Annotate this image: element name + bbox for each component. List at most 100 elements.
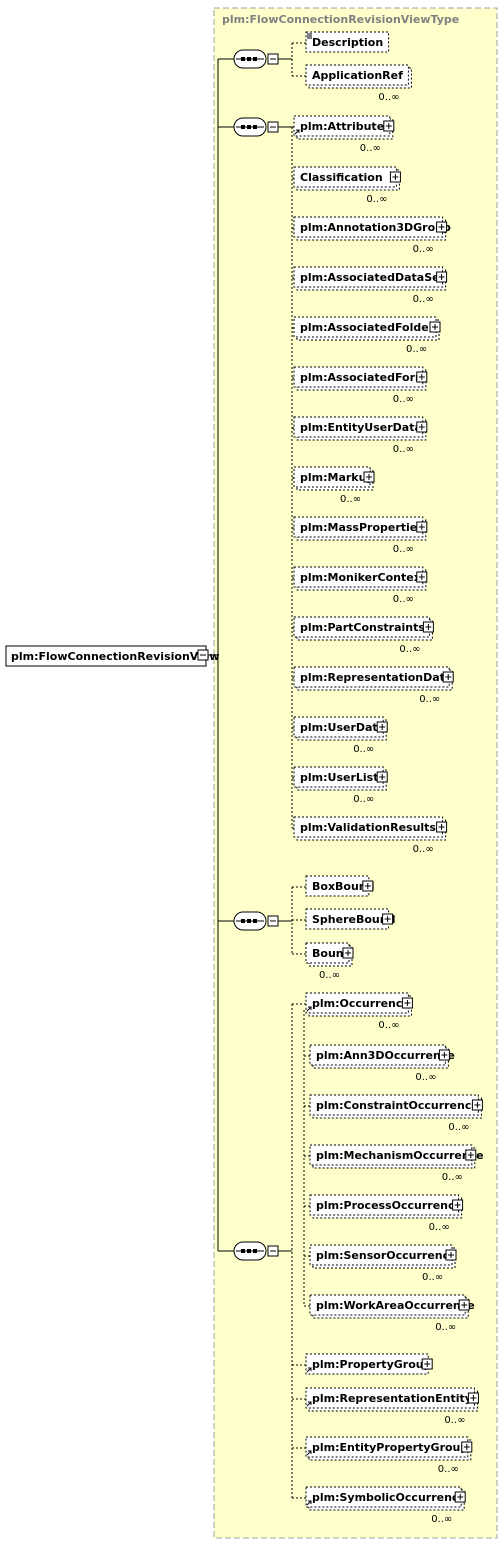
sequence-compositor-icon[interactable] [233, 49, 267, 69]
expand-plus-icon[interactable] [436, 221, 448, 233]
expand-plus-icon[interactable] [436, 271, 448, 283]
cardinality-label: 0..∞ [393, 394, 414, 405]
expand-plus-icon[interactable] [416, 421, 428, 433]
expand-plus-icon[interactable] [362, 880, 374, 892]
collapse-minus-icon[interactable] [267, 121, 279, 133]
element-label: plm:SymbolicOccurrence [312, 1491, 466, 1504]
expand-plus-icon[interactable] [442, 671, 454, 683]
element-label: BoxBound [312, 880, 375, 893]
element-label: plm:UserList [300, 771, 378, 784]
expand-plus-icon[interactable] [454, 1491, 466, 1503]
expand-plus-icon[interactable] [436, 821, 448, 833]
expand-plus-icon[interactable] [465, 1149, 477, 1161]
schema-element[interactable]: Description [305, 31, 390, 53]
cardinality-label: 0..∞ [378, 1020, 399, 1031]
reference-arrow-icon [306, 1367, 312, 1373]
expand-plus-icon[interactable] [461, 1441, 473, 1453]
expand-plus-icon[interactable] [376, 721, 388, 733]
element-label: plm:PropertyGroup [312, 1358, 432, 1371]
cardinality-label: 0..∞ [413, 244, 434, 255]
expand-plus-icon[interactable] [422, 621, 434, 633]
cardinality-label: 0..∞ [393, 544, 414, 555]
connectors [217, 42, 310, 1499]
schema-element[interactable]: plm:PropertyGroup [305, 1353, 433, 1375]
collapse-minus-icon[interactable] [267, 915, 279, 927]
element-label: plm:Markup [300, 471, 374, 484]
sequence-compositor-icon[interactable] [233, 911, 267, 931]
schema-element[interactable]: SphereBound [305, 908, 395, 930]
root-element-label: plm:FlowConnectionRevisionView [11, 650, 220, 663]
element-label: plm:EntityUserData [300, 421, 422, 434]
cardinality-label: 0..∞ [442, 1172, 463, 1183]
element-label: plm:MassProperties [300, 521, 424, 534]
cardinality-label: 0..∞ [378, 92, 399, 103]
root-element[interactable]: plm:FlowConnectionRevisionView [5, 645, 220, 667]
cardinality-label: 0..∞ [406, 344, 427, 355]
element-label: Description [312, 36, 383, 49]
expand-plus-icon[interactable] [452, 1199, 464, 1211]
expand-plus-icon[interactable] [416, 371, 428, 383]
expand-plus-icon[interactable] [376, 771, 388, 783]
expand-plus-icon[interactable] [421, 1358, 433, 1370]
sequences [233, 49, 279, 1261]
expand-plus-icon[interactable] [458, 1299, 470, 1311]
cardinality-label: 0..∞ [422, 1272, 443, 1283]
sequence-compositor-icon[interactable] [233, 1241, 267, 1261]
element-label: SphereBound [312, 913, 395, 926]
expand-plus-icon[interactable] [467, 1392, 479, 1404]
expand-plus-icon[interactable] [416, 571, 428, 583]
cardinality-label: 0..∞ [413, 294, 434, 305]
sequence-compositor-icon[interactable] [233, 117, 267, 137]
expand-plus-icon[interactable] [416, 521, 428, 533]
expand-plus-icon[interactable] [389, 171, 401, 183]
expand-plus-icon[interactable] [445, 1249, 457, 1261]
element-label: plm:Occurrence [312, 997, 410, 1010]
cardinality-label: 0..∞ [366, 194, 387, 205]
reference-arrow-icon [306, 1500, 312, 1506]
reference-arrow-icon [306, 1450, 312, 1456]
schema-element[interactable]: BoxBound [305, 875, 375, 897]
schema-element[interactable]: plm:Occurrence 0..∞ [305, 992, 413, 1031]
expand-plus-icon[interactable] [429, 321, 441, 333]
expand-plus-icon[interactable] [342, 947, 354, 959]
expand-plus-icon[interactable] [382, 913, 394, 925]
expand-plus-icon[interactable] [438, 1049, 450, 1061]
collapse-minus-icon[interactable] [267, 1245, 279, 1257]
root-collapse-icon[interactable] [197, 649, 209, 661]
expand-plus-icon[interactable] [363, 471, 375, 483]
reference-arrow-icon [294, 129, 300, 135]
expand-plus-icon[interactable] [383, 120, 395, 132]
schema-element[interactable]: plm:MassProperties 0..∞ [293, 516, 428, 555]
element-label: plm:ConstraintOccurrence [316, 1099, 479, 1112]
expand-plus-icon[interactable] [471, 1099, 483, 1111]
collapse-minus-icon[interactable] [267, 53, 279, 65]
expand-plus-icon[interactable] [401, 997, 413, 1009]
element-label: plm:MonikerContext [300, 571, 426, 584]
